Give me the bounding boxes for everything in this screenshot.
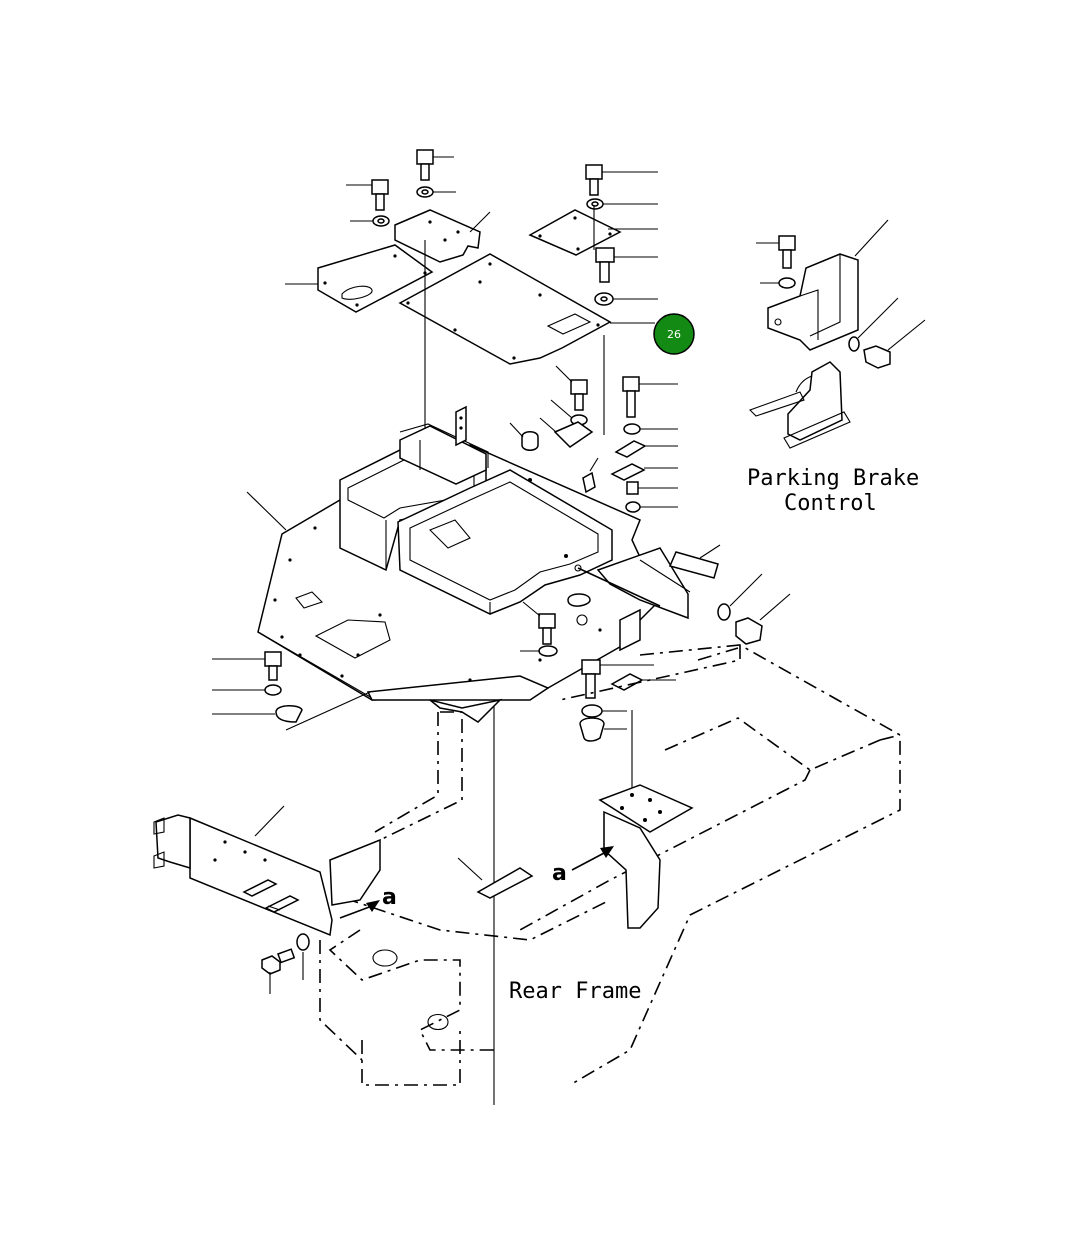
main-floor-structure (246, 405, 791, 701)
bolt-icon (778, 235, 796, 269)
bolt-icon (581, 659, 601, 699)
arrow-a-left: a (339, 885, 397, 919)
bolt-icon (622, 376, 640, 418)
frame-pillar-right (598, 784, 694, 929)
left-fasteners (212, 651, 371, 731)
bolt-icon (538, 613, 556, 645)
bolt-icon (570, 379, 588, 411)
bolt-icon (371, 179, 389, 211)
bolt-icon (261, 948, 296, 975)
assembly-lines (424, 205, 633, 1105)
bolt-icon (264, 651, 282, 681)
parking-brake-label-line2: Control (784, 491, 877, 516)
middle-fasteners (509, 365, 678, 513)
rear-frame-label: Rear Frame (509, 979, 641, 1004)
callout-26[interactable]: 26 (653, 313, 695, 355)
rear-frame (319, 644, 901, 1086)
lower-right-fasteners (579, 659, 676, 742)
bolt-icon (416, 149, 434, 181)
bolt-icon (595, 247, 615, 283)
top-fasteners (346, 149, 658, 306)
left-bracket-assembly (153, 805, 333, 994)
frame-pillar-center (329, 698, 534, 906)
arrow-a-right: a (552, 846, 614, 886)
bolt-icon (585, 164, 603, 196)
marker-a-left: a (382, 885, 397, 910)
parking-brake-control (748, 219, 926, 449)
callout-number: 26 (667, 328, 681, 341)
parking-brake-label-line1: Parking Brake (747, 466, 919, 491)
cover-plates (285, 209, 658, 365)
marker-a-right: a (552, 861, 567, 886)
